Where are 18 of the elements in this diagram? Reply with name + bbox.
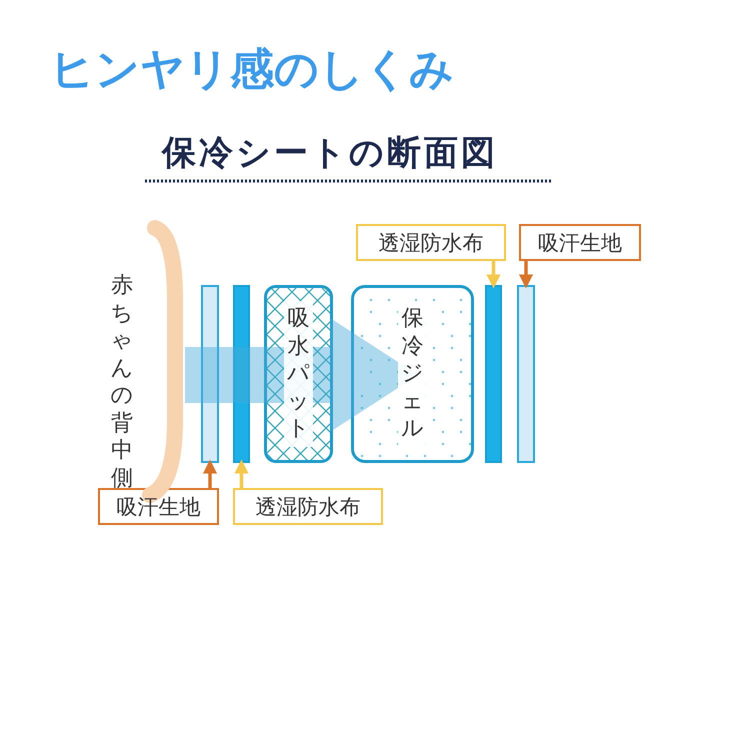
membrane-layer — [485, 285, 502, 463]
callout-text: 吸汗生地 — [538, 230, 622, 256]
callout-box — [519, 224, 641, 261]
callout-box — [98, 488, 219, 525]
fabric-layer — [517, 285, 535, 463]
leader-arrow — [234, 460, 248, 488]
callout-text: 透湿防水布 — [378, 230, 484, 256]
layer-label: 吸水パット — [284, 301, 313, 447]
leader-arrow — [519, 261, 533, 288]
callout-box — [233, 488, 383, 525]
side-label: 赤ちゃんの背中側 — [110, 272, 134, 492]
page-title: ヒンヤリ感のしくみ — [50, 43, 454, 97]
callout-text: 吸汗生地 — [116, 494, 200, 520]
callout-box — [356, 224, 506, 261]
leader-arrow — [486, 261, 500, 288]
callout-text: 透湿防水布 — [256, 494, 360, 520]
section-heading: 保冷シートの断面図 — [162, 132, 498, 175]
leader-arrow — [203, 460, 217, 488]
